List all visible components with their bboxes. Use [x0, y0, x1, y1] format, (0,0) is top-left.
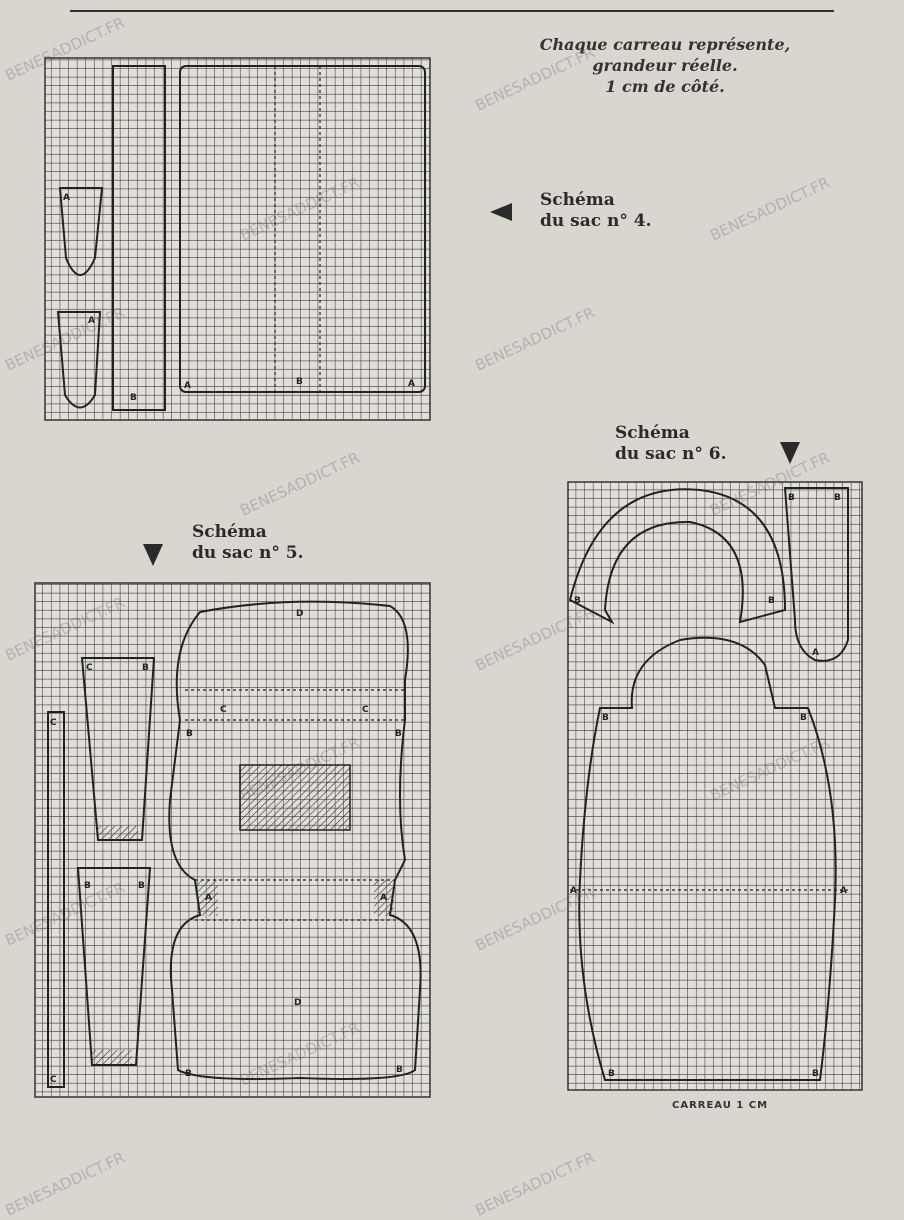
mark-b: B: [138, 881, 145, 891]
pattern-stroke: [92, 1050, 132, 1064]
mark-b: B: [788, 493, 795, 503]
mark-a: A: [840, 886, 847, 896]
mark-c: C: [362, 705, 369, 715]
mark-c: C: [86, 663, 93, 673]
schema-6-line-2: du sac n° 6.: [615, 444, 727, 464]
caption-line-3: 1 cm de côté.: [605, 77, 725, 96]
scale-caption: Chaque carreau représente, grandeur réel…: [500, 34, 830, 97]
mark-b: B: [130, 393, 137, 403]
body-piece: [179, 65, 426, 393]
pattern-stroke: [374, 880, 394, 916]
caption-line-2: grandeur réelle.: [592, 56, 738, 75]
mark-b: B: [296, 377, 303, 387]
schema-5-line-2: du sac n° 5.: [192, 543, 304, 563]
mark-d: D: [296, 609, 303, 619]
schema-4-line-2: du sac n° 4.: [540, 211, 652, 231]
mark-d: D: [294, 998, 301, 1008]
triangle-down-icon: [143, 544, 163, 566]
top-rule: [70, 10, 834, 12]
mark-b: B: [186, 729, 193, 739]
pattern-stroke: [168, 600, 422, 1080]
mark-a: A: [380, 893, 387, 903]
gusset-piece: [56, 311, 102, 409]
mark-a: A: [408, 379, 415, 389]
triangle-down-icon: [780, 442, 800, 464]
mark-a: A: [812, 648, 819, 658]
pattern-stroke: [44, 57, 431, 421]
mark-a: A: [184, 381, 191, 391]
mark-b: B: [812, 1069, 819, 1079]
hatched-pocket: [239, 764, 351, 831]
mark-c: C: [220, 705, 227, 715]
pattern-stroke: [198, 880, 218, 916]
mark-b: B: [84, 881, 91, 891]
mark-a: A: [205, 893, 212, 903]
mark-b: B: [602, 713, 609, 723]
scale-footer: CARREAU 1 CM: [672, 1100, 769, 1111]
mark-b: B: [608, 1069, 615, 1079]
strap-piece: [112, 65, 166, 411]
mark-b: B: [396, 1065, 403, 1075]
mark-b: B: [834, 493, 841, 503]
pattern-stroke: [47, 711, 65, 1088]
mark-b: B: [574, 596, 581, 606]
pattern-stroke: [34, 582, 431, 1098]
grid-sac-4: A B A B A A: [44, 57, 431, 421]
mark-a: A: [570, 886, 577, 896]
pattern-stroke: [568, 488, 787, 625]
schema-4-line-1: Schéma: [540, 190, 615, 210]
mark-a: A: [63, 193, 70, 203]
triangle-left-icon: [490, 203, 512, 221]
pattern-stroke: [567, 481, 863, 1091]
pattern-stroke: [76, 867, 152, 1066]
schema-title-6: Schéma du sac n° 6.: [615, 423, 727, 465]
pattern-stroke: [783, 487, 849, 662]
mark-c: C: [50, 718, 57, 728]
pattern-stroke: [80, 657, 156, 841]
schema-title-4: Schéma du sac n° 4.: [540, 190, 652, 232]
grid-sac-5: D D C C B B A A B B C B B B C C: [34, 582, 431, 1098]
schema-title-5: Schéma du sac n° 5.: [192, 522, 304, 564]
mark-b: B: [768, 596, 775, 606]
mark-b: B: [185, 1069, 192, 1079]
mark-b: B: [800, 713, 807, 723]
gusset-piece: [58, 187, 104, 276]
pattern-stroke: [578, 636, 837, 1081]
schema-5-line-1: Schéma: [192, 522, 267, 542]
mark-b: B: [395, 729, 402, 739]
mark-c: C: [50, 1075, 57, 1085]
caption-line-1: Chaque carreau représente,: [539, 35, 791, 54]
mark-b: B: [142, 663, 149, 673]
pattern-stroke: [98, 826, 138, 840]
mark-a: A: [88, 316, 95, 326]
grid-sac-6: B B B B A B B A A B B: [567, 481, 863, 1091]
schema-6-line-1: Schéma: [615, 423, 690, 443]
